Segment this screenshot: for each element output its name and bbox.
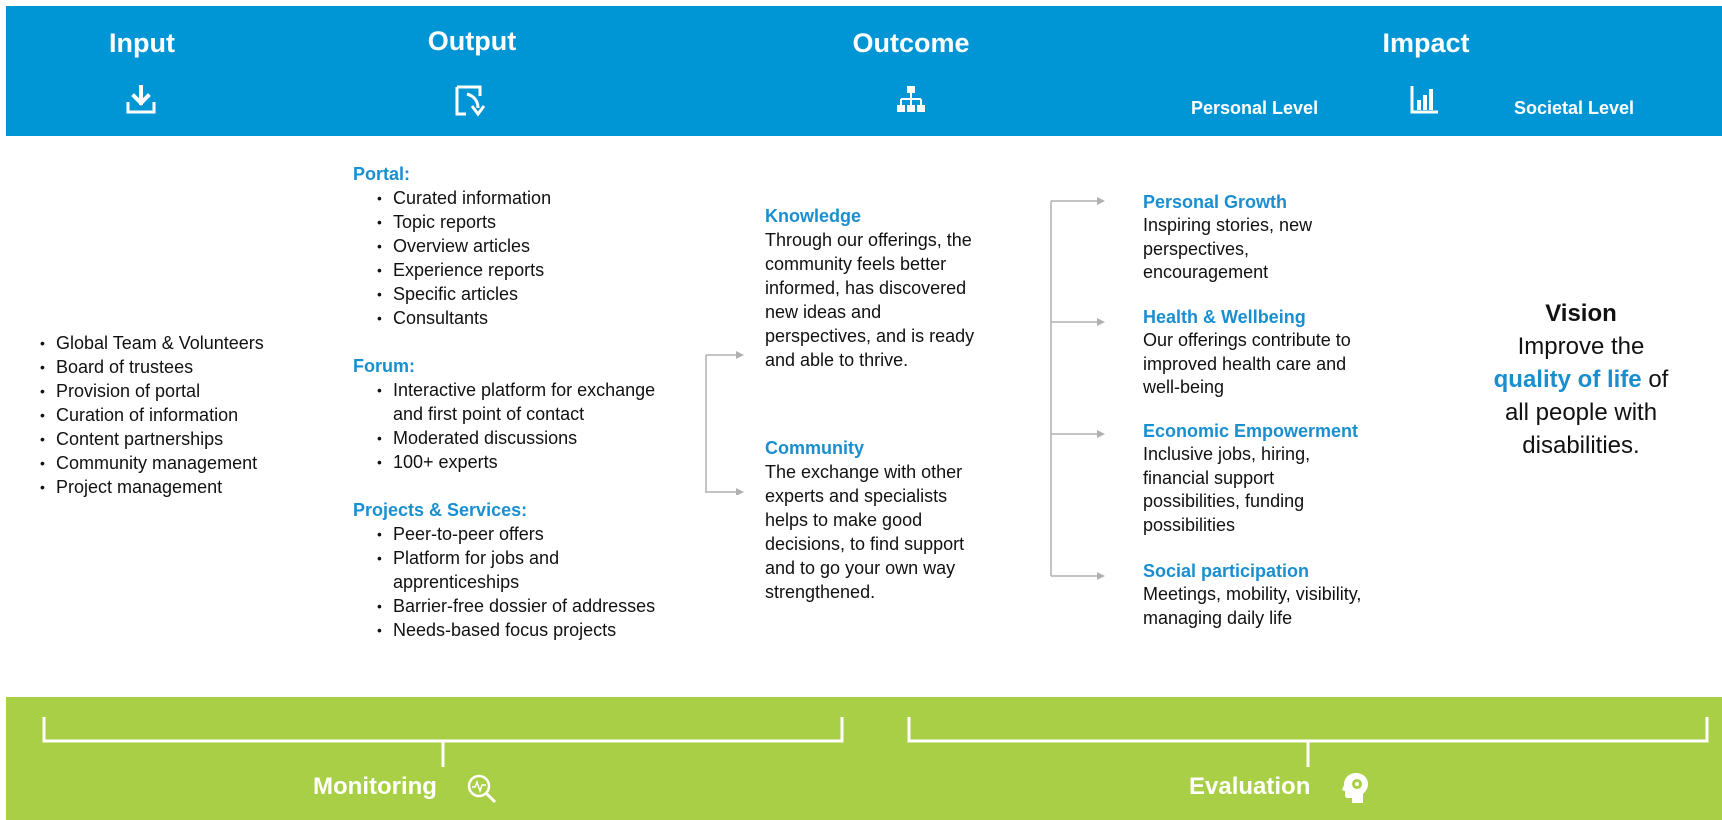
list-item: Provision of portal xyxy=(36,379,326,403)
community-text: The exchange with other experts and spec… xyxy=(765,462,965,602)
social-block: Social participation Meetings, mobility,… xyxy=(1143,560,1403,630)
personal-growth-block: Personal Growth Inspiring stories, new p… xyxy=(1143,191,1403,285)
list-item: Platform for jobs and apprenticeships xyxy=(373,546,578,594)
list-item: Global Team & Volunteers xyxy=(36,331,326,355)
list-item: Consultants xyxy=(373,306,698,330)
evaluation-label: Evaluation xyxy=(1189,773,1311,800)
knowledge-heading: Knowledge xyxy=(765,206,862,226)
evaluation-bracket xyxy=(907,717,1709,767)
list-item: Board of trustees xyxy=(36,355,326,379)
list-item: Curation of information xyxy=(36,403,326,427)
list-item: Topic reports xyxy=(373,210,698,234)
hierarchy-icon xyxy=(897,86,925,112)
outcome-header: Outcome xyxy=(852,28,970,58)
vision-highlight: quality of life xyxy=(1493,366,1642,393)
list-item: 100+ experts xyxy=(373,450,678,474)
list-item: Project management xyxy=(36,475,326,499)
social-text: Meetings, mobility, visibility, managing… xyxy=(1143,584,1362,628)
health-heading: Health & Wellbeing xyxy=(1143,307,1306,327)
impact-header: Impact xyxy=(1382,28,1470,58)
community-heading: Community xyxy=(765,438,864,458)
vision-text-after: of all people with disabilities. xyxy=(1504,366,1669,459)
knowledge-text: Through our offerings, the community fee… xyxy=(765,230,975,370)
magnifier-icon xyxy=(467,774,497,804)
societal-level-label: Societal Level xyxy=(1514,98,1635,118)
download-icon xyxy=(126,85,156,114)
projects-heading: Projects & Services: xyxy=(353,500,528,520)
monitoring-bracket xyxy=(42,717,844,767)
vision-text-before: Improve the xyxy=(1517,333,1645,360)
footer-bar: Monitoring Evaluation xyxy=(6,697,1722,820)
output-arrow-icon xyxy=(455,85,486,117)
vision-title: Vision xyxy=(1545,300,1617,327)
vision-block: Vision Improve the quality of life of al… xyxy=(1486,297,1676,462)
input-list-block: Global Team & Volunteers Board of truste… xyxy=(36,331,326,499)
list-item: Overview articles xyxy=(373,234,698,258)
personal-growth-heading: Personal Growth xyxy=(1143,192,1288,212)
personal-growth-text: Inspiring stories, new perspectives, enc… xyxy=(1143,215,1313,282)
list-item: Content partnerships xyxy=(36,427,326,451)
forum-heading: Forum: xyxy=(353,356,415,376)
input-header: Input xyxy=(109,28,175,58)
list-item: Curated information xyxy=(373,186,698,210)
forum-list: Interactive platform for exchange and fi… xyxy=(373,378,678,474)
economic-block: Economic Empowerment Inclusive jobs, hir… xyxy=(1143,420,1403,537)
knowledge-block: Knowledge Through our offerings, the com… xyxy=(765,204,990,372)
community-block: Community The exchange with other expert… xyxy=(765,436,990,604)
outcome-impact-connector xyxy=(1050,197,1105,580)
monitoring-label: Monitoring xyxy=(313,773,437,800)
social-heading: Social participation xyxy=(1143,561,1310,581)
economic-text: Inclusive jobs, hiring, financial suppor… xyxy=(1143,444,1311,535)
bar-chart-icon xyxy=(1410,86,1438,114)
projects-list: Peer-to-peer offers Platform for jobs an… xyxy=(373,522,655,642)
personal-level-label: Personal Level xyxy=(1191,98,1319,118)
list-item: Needs-based focus projects xyxy=(373,618,693,642)
list-item: Barrier-free dossier of addresses xyxy=(373,594,693,618)
output-header: Output xyxy=(427,26,517,56)
portal-list: Curated information Topic reports Overvi… xyxy=(373,186,698,330)
health-text: Our offerings contribute to improved hea… xyxy=(1143,330,1351,397)
health-block: Health & Wellbeing Our offerings contrib… xyxy=(1143,306,1403,400)
list-item: Peer-to-peer offers xyxy=(373,522,578,546)
head-gear-icon xyxy=(1342,773,1368,803)
input-list: Global Team & Volunteers Board of truste… xyxy=(36,331,326,499)
output-block: Portal: Curated information Topic report… xyxy=(353,162,698,642)
economic-heading: Economic Empowerment xyxy=(1143,421,1359,441)
output-outcome-connector xyxy=(705,351,744,495)
list-item: Interactive platform for exchange and fi… xyxy=(373,378,678,426)
portal-heading: Portal: xyxy=(353,164,411,184)
list-item: Specific articles xyxy=(373,282,698,306)
header-bar: Input Output Outcome Impact Personal Lev… xyxy=(6,6,1722,136)
list-item: Community management xyxy=(36,451,326,475)
list-item: Experience reports xyxy=(373,258,698,282)
list-item: Moderated discussions xyxy=(373,426,678,450)
